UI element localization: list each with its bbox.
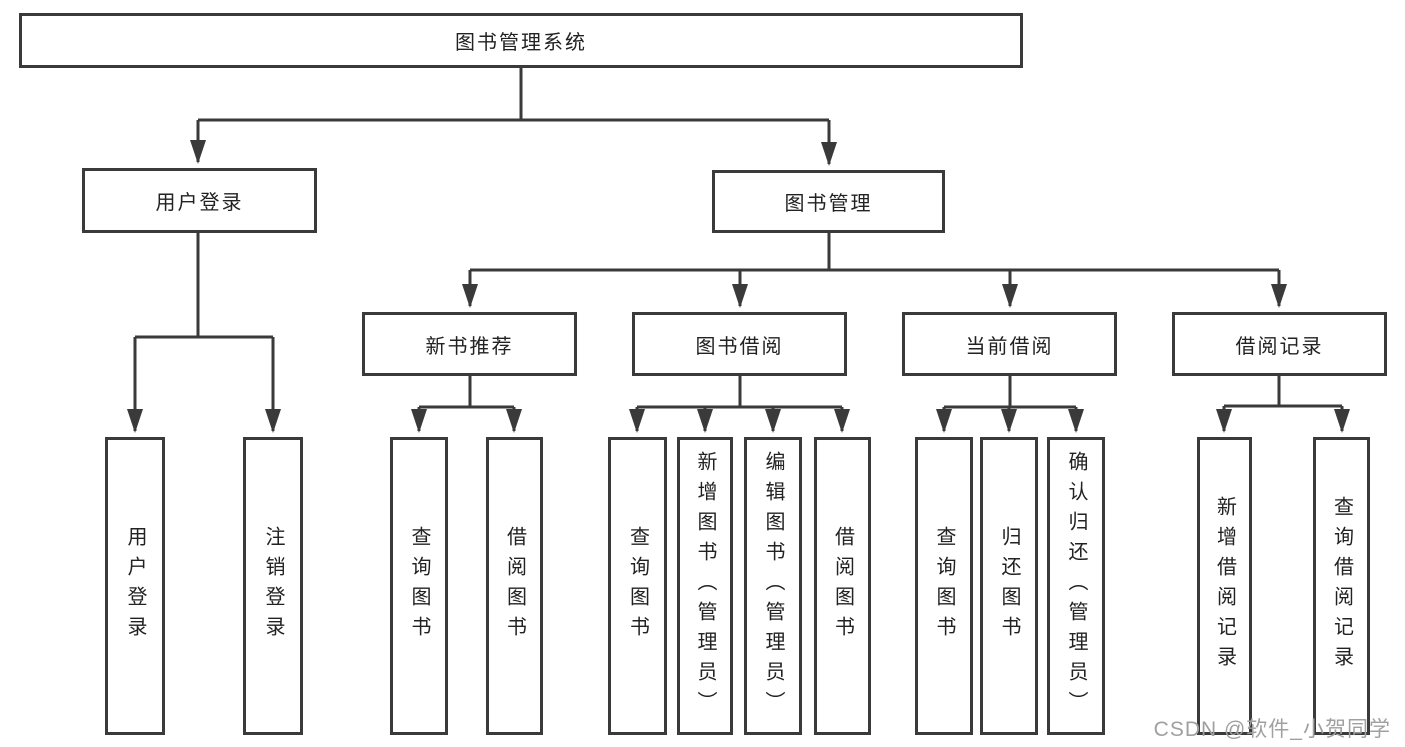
node-user-login: 用户登录 xyxy=(82,168,317,233)
leaf-query-books-borrow: 查询图书 xyxy=(608,437,667,735)
leaf-confirm-return-admin: 确认归还（管理员） xyxy=(1047,437,1105,735)
node-book-borrow: 图书借阅 xyxy=(632,312,847,376)
node-borrow-records: 借阅记录 xyxy=(1172,312,1387,376)
csdn-watermark: CSDN @软件_小贺同学 xyxy=(1153,718,1391,741)
leaf-user-login: 用户登录 xyxy=(105,437,165,735)
leaf-query-books-recommend: 查询图书 xyxy=(390,437,448,735)
leaf-logout: 注销登录 xyxy=(243,437,303,735)
leaf-query-borrow-record: 查询借阅记录 xyxy=(1313,437,1370,735)
leaf-add-borrow-record: 新增借阅记录 xyxy=(1197,437,1252,735)
leaf-edit-book-admin: 编辑图书（管理员） xyxy=(744,437,802,735)
leaf-query-books-current: 查询图书 xyxy=(915,437,973,735)
leaf-return-book: 归还图书 xyxy=(980,437,1038,735)
leaf-borrow-books: 借阅图书 xyxy=(814,437,871,735)
node-current-borrow: 当前借阅 xyxy=(902,312,1117,376)
node-root: 图书管理系统 xyxy=(19,13,1023,68)
node-book-management: 图书管理 xyxy=(712,170,945,233)
leaf-borrow-books-recommend: 借阅图书 xyxy=(486,437,543,735)
leaf-add-book-admin: 新增图书（管理员） xyxy=(677,437,733,735)
node-new-book-recommend: 新书推荐 xyxy=(362,312,577,376)
